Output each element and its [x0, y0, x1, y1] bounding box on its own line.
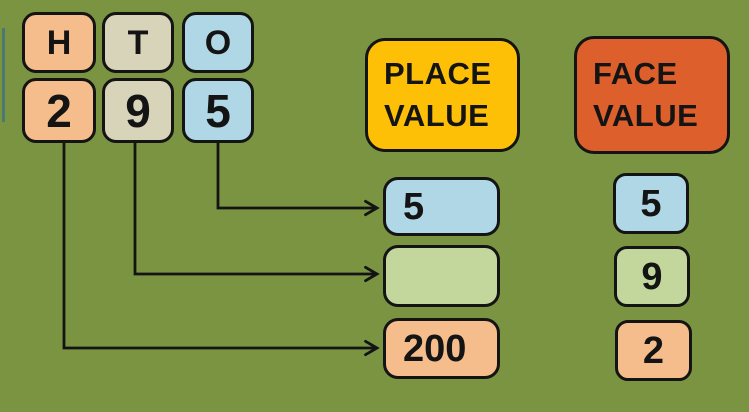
digit-hundreds: 2: [22, 78, 96, 143]
column-header-ones: O: [182, 12, 254, 73]
face-value-header: FACE VALUE: [574, 36, 730, 154]
face-value-hundreds: 2: [642, 329, 665, 372]
face-value-header-line2: VALUE: [593, 98, 699, 133]
column-header-label: O: [204, 23, 232, 62]
arrow-hundreds-to-place-value: [62, 141, 380, 357]
face-value-ones: 5: [640, 182, 662, 225]
digit-ones: 5: [182, 78, 254, 143]
face-value-tens: 9: [641, 255, 663, 298]
digit-label: 9: [125, 84, 151, 137]
place-value-header-line1: PLACE: [384, 56, 492, 91]
digit-label: 5: [205, 84, 231, 137]
arrow-tens-to-place-value: [133, 141, 380, 283]
digit-tens: 9: [102, 78, 174, 143]
place-value-ones: 5: [403, 185, 425, 228]
place-value-ones-box: 5: [383, 177, 500, 236]
place-value-tens-box: [383, 245, 500, 307]
left-edge-accent: [2, 28, 5, 122]
arrow-ones-to-place-value: [216, 141, 380, 217]
column-header-label: T: [127, 23, 149, 62]
column-header-tens: T: [102, 12, 174, 73]
face-value-ones-box: 5: [613, 173, 689, 234]
place-value-header: PLACE VALUE: [365, 38, 520, 152]
place-value-hundreds: 200: [403, 327, 467, 370]
digit-label: 2: [46, 84, 72, 137]
column-header-hundreds: H: [22, 12, 96, 73]
face-value-header-line1: FACE: [593, 56, 678, 91]
place-value-header-line2: VALUE: [384, 98, 490, 133]
column-header-label: H: [46, 23, 72, 62]
place-value-hundreds-box: 200: [383, 318, 500, 379]
face-value-tens-box: 9: [614, 246, 690, 307]
face-value-hundreds-box: 2: [615, 320, 692, 381]
